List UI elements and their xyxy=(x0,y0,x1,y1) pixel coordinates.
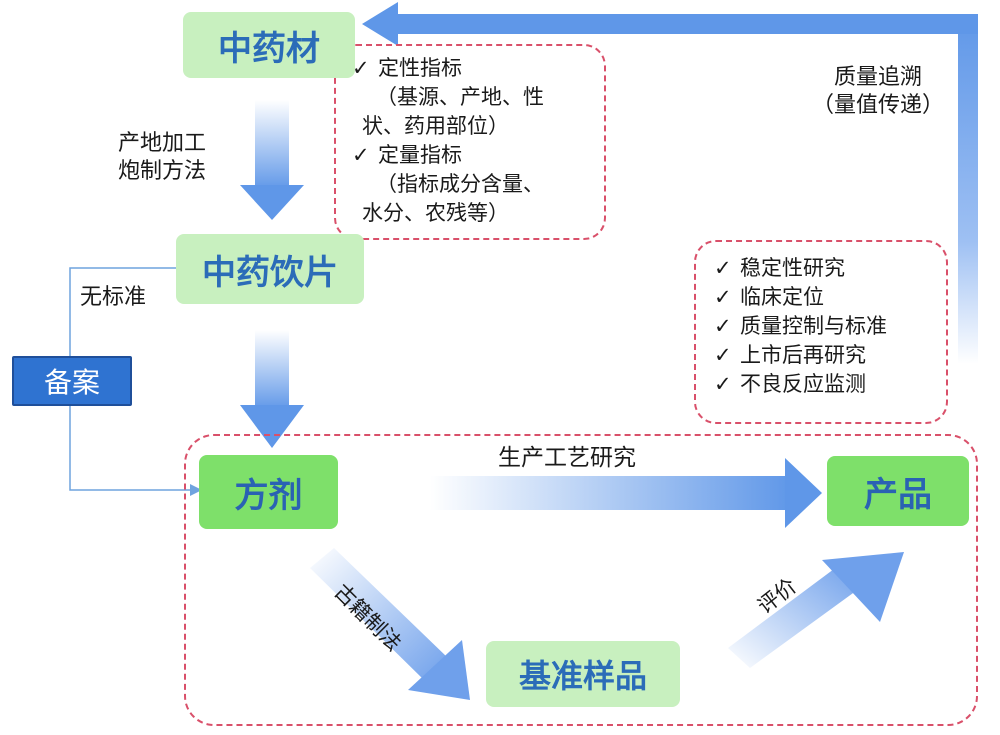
research-item-label: 上市后再研究 xyxy=(740,343,866,367)
node-slices: 中药饮片 xyxy=(176,234,364,304)
label-trace-line1: 质量追溯 xyxy=(833,65,922,90)
check-icon: ✓ xyxy=(714,343,732,367)
research-item: ✓ 稳定性研究 xyxy=(714,254,887,283)
indicator-box xyxy=(334,44,606,240)
check-icon: ✓ xyxy=(352,56,370,80)
arrow-herb-to-slices xyxy=(240,100,304,220)
label-trace: 质量追溯 （量值传递） xyxy=(798,64,958,120)
node-product: 产品 xyxy=(827,456,969,526)
check-icon: ✓ xyxy=(714,372,732,396)
arrow-formula-to-product xyxy=(430,458,822,528)
indicator-quantitative-label: 定量指标 xyxy=(378,143,462,167)
research-list: ✓ 稳定性研究 ✓ 临床定位 ✓ 质量控制与标准 ✓ 上市后再研究 ✓ 不良反应监测 xyxy=(714,254,887,399)
node-herb: 中药材 xyxy=(183,12,355,78)
indicator-qualitative-detail-1: （基源、产地、性 xyxy=(376,85,544,109)
arrow-reference-to-product xyxy=(728,552,904,668)
trace-back-arrow xyxy=(362,2,978,364)
label-processing-line1: 产地加工 xyxy=(118,131,207,156)
research-box xyxy=(694,240,948,424)
check-icon: ✓ xyxy=(714,314,732,338)
check-icon: ✓ xyxy=(352,143,370,167)
research-item: ✓ 上市后再研究 xyxy=(714,341,887,370)
production-region-box xyxy=(184,434,978,726)
indicator-qualitative-detail-2: 状、药用部位） xyxy=(362,114,509,138)
label-production-research: 生产工艺研究 xyxy=(498,445,636,471)
research-item: ✓ 不良反应监测 xyxy=(714,370,887,399)
label-processing-line2: 炮制方法 xyxy=(118,159,207,184)
node-reference-sample: 基准样品 xyxy=(486,641,680,707)
arrow-formula-to-reference xyxy=(310,548,470,700)
research-item: ✓ 临床定位 xyxy=(714,283,887,312)
check-icon: ✓ xyxy=(714,285,732,309)
label-trace-line2: （量值传递） xyxy=(811,93,944,118)
node-formula: 方剂 xyxy=(199,455,338,529)
label-no-standard: 无标准 xyxy=(80,285,147,310)
arrow-slices-to-formula xyxy=(240,330,304,448)
research-item-label: 稳定性研究 xyxy=(740,256,845,280)
indicator-quantitative-detail-2: 水分、农残等） xyxy=(362,201,509,225)
check-icon: ✓ xyxy=(714,256,732,280)
indicator-qualitative-label: 定性指标 xyxy=(378,56,462,80)
node-record: 备案 xyxy=(12,356,132,406)
indicator-qualitative: ✓ 定性指标 xyxy=(352,54,544,83)
indicator-quantitative: ✓ 定量指标 xyxy=(352,141,544,170)
indicator-quantitative-detail-1: （指标成分含量、 xyxy=(376,172,544,196)
research-item-label: 质量控制与标准 xyxy=(740,314,887,338)
indicator-list: ✓ 定性指标 （基源、产地、性 状、药用部位） ✓ 定量指标 （指标成分含量、 水分… xyxy=(352,54,544,228)
research-item-label: 不良反应监测 xyxy=(740,372,866,396)
research-item-label: 临床定位 xyxy=(740,285,824,309)
label-processing: 产地加工 炮制方法 xyxy=(118,130,206,186)
research-item: ✓ 质量控制与标准 xyxy=(714,312,887,341)
